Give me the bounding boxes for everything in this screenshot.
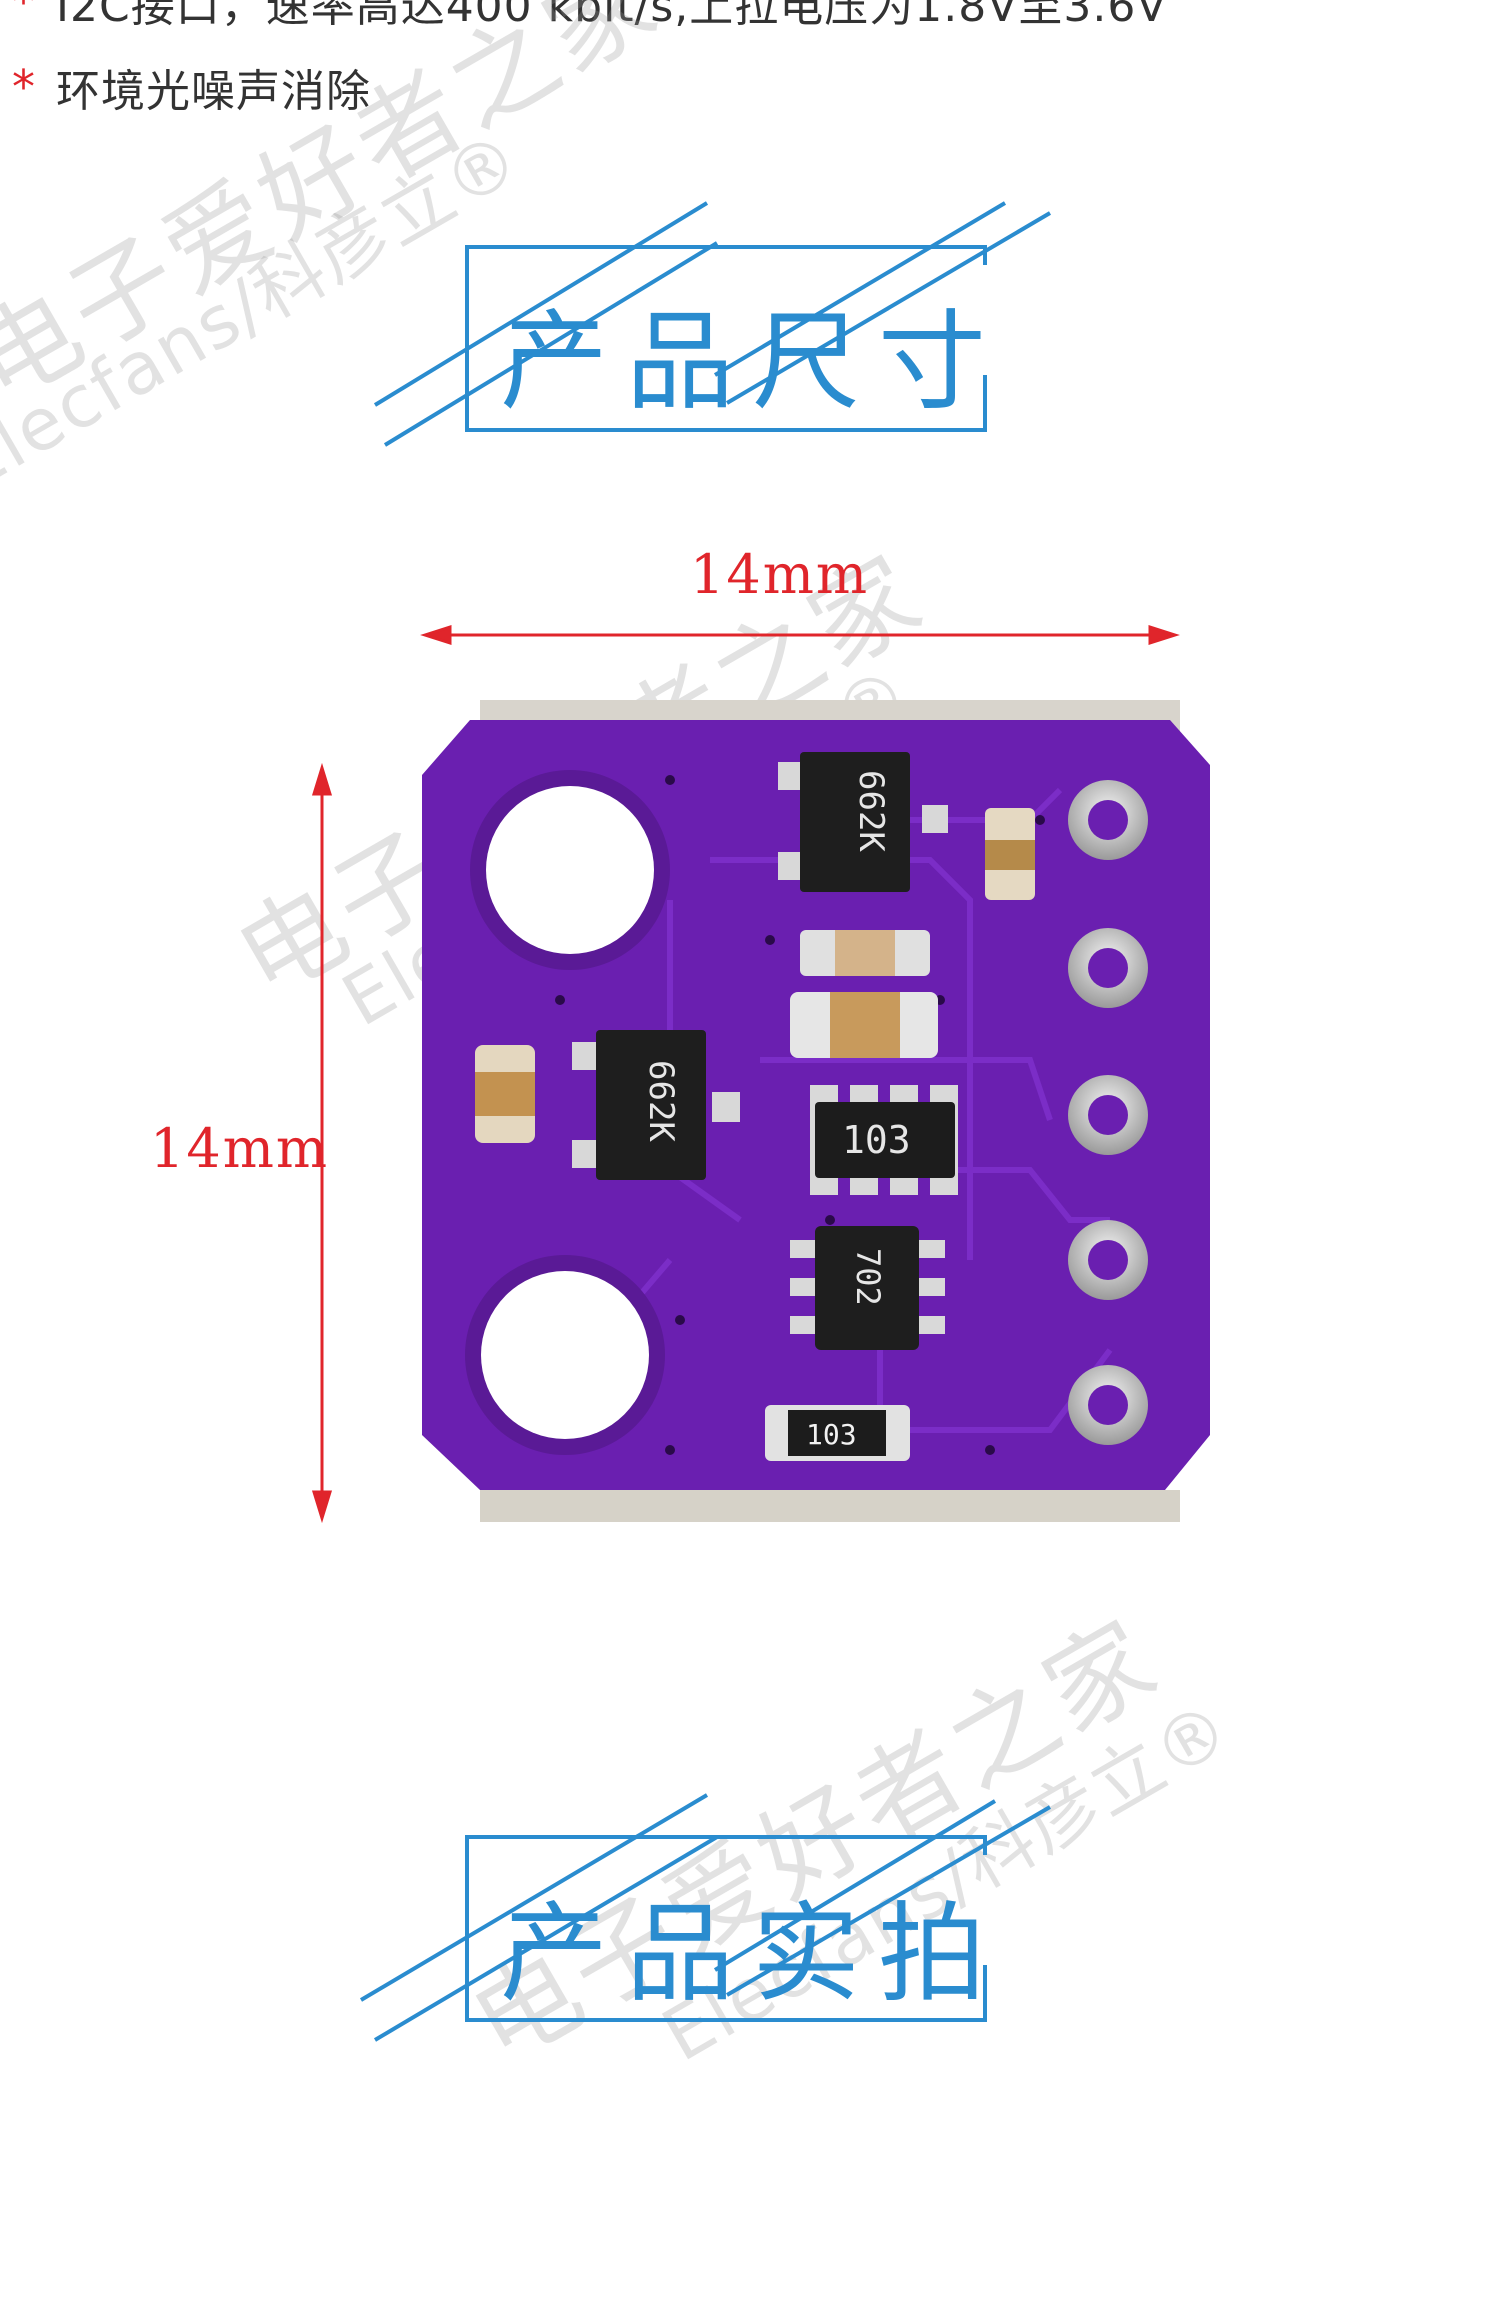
section-header-size — [355, 195, 1055, 455]
width-dimension-label: 14mm — [690, 543, 870, 606]
feature-item: * I2C接口，速率高达400 kbit/s,上拉电压为1.8V至3.6V — [12, 0, 1167, 34]
svg-text:662K: 662K — [641, 1060, 681, 1142]
section-frame-icon — [359, 1793, 1052, 2042]
section-title-size: 产品尺寸 — [500, 300, 1005, 425]
svg-text:103: 103 — [806, 1418, 857, 1451]
resistor-icon: 103 — [765, 1405, 910, 1461]
feature-text: 环境光噪声消除 — [56, 66, 371, 117]
transistor-icon: 662K — [778, 752, 948, 892]
bullet-star-icon: * — [12, 60, 35, 114]
feature-text: I2C接口，速率高达400 kbit/s,上拉电压为1.8V至3.6V — [56, 0, 1168, 32]
sensor-board-image: 662K 662K 103 702 103 — [422, 700, 1210, 1522]
section-header-photo — [355, 1785, 1055, 2045]
ic-chip-icon: 702 — [790, 1226, 945, 1350]
dimension-arrows-icon — [311, 624, 1180, 1524]
svg-text:103: 103 — [842, 1118, 911, 1162]
bullet-star-icon: * — [12, 0, 35, 29]
svg-text:662K: 662K — [851, 770, 891, 852]
transistor-icon: 662K — [572, 1030, 740, 1180]
height-dimension-label: 14mm — [150, 1117, 330, 1180]
feature-item: * 环境光噪声消除 — [12, 55, 371, 119]
section-frame-icon — [373, 201, 1052, 447]
svg-text:702: 702 — [849, 1248, 887, 1306]
section-title-photo: 产品实拍 — [500, 1892, 1005, 2017]
resistor-network-icon: 103 — [810, 1085, 958, 1195]
